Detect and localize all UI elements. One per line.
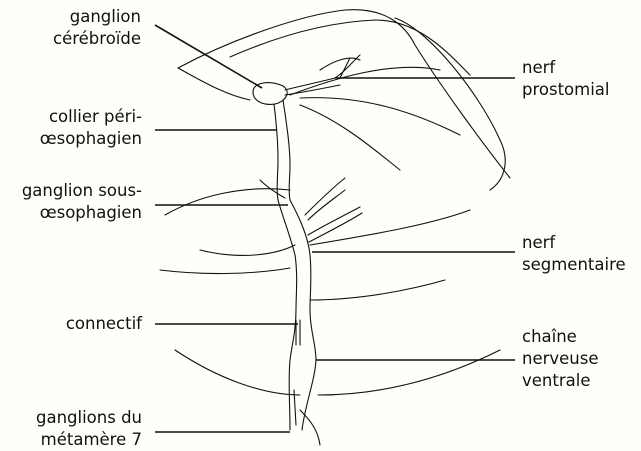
label-line: œsophagien	[22, 202, 142, 224]
leader-ganglion-cerebroide	[155, 25, 262, 88]
label-nerf-prostomial: nerf prostomial	[522, 57, 610, 101]
label-line: ganglion	[53, 6, 141, 28]
segment-line	[318, 350, 500, 395]
periesophageal-collar	[274, 104, 278, 200]
label-chaine: chaîne nerveuse ventrale	[522, 326, 599, 392]
label-line: œsophagien	[40, 128, 142, 150]
segment-line	[310, 210, 470, 245]
segment-line	[300, 410, 320, 445]
segment-line	[200, 245, 295, 255]
label-line: métamère 7	[36, 429, 142, 451]
label-line: segmentaire	[522, 254, 626, 276]
label-line: collier péri-	[40, 106, 142, 128]
label-ganglion-sous: ganglion sous- œsophagien	[22, 180, 142, 224]
body-contour	[230, 20, 470, 75]
label-line: chaîne	[522, 326, 599, 348]
prostomial-nerve	[340, 58, 350, 78]
label-ganglions-metamere: ganglions du métamère 7	[36, 407, 142, 451]
label-line: connectif	[66, 313, 142, 335]
segment-line	[165, 189, 290, 215]
body-contour	[178, 10, 510, 178]
label-ganglion-cerebroide: ganglion cérébroïde	[53, 6, 141, 50]
segmental-nerve	[308, 207, 360, 235]
label-line: cérébroïde	[53, 28, 141, 50]
body-contour	[178, 68, 250, 100]
body-contour	[300, 105, 400, 170]
body-contour	[395, 18, 505, 190]
label-line: nerveuse	[522, 348, 599, 370]
label-line: prostomial	[522, 79, 610, 101]
label-connectif: connectif	[66, 313, 142, 335]
body-contour	[320, 58, 360, 70]
periesophageal-collar	[283, 100, 290, 200]
label-collier: collier péri- œsophagien	[40, 106, 142, 150]
segment-line	[310, 280, 445, 300]
segmental-nerve	[305, 178, 345, 215]
segment-line	[160, 268, 290, 274]
label-line: nerf	[522, 232, 626, 254]
label-line: ventrale	[522, 370, 599, 392]
label-line: ganglion sous-	[22, 180, 142, 202]
label-nerf-segmentaire: nerf segmentaire	[522, 232, 626, 276]
segment-line	[175, 350, 300, 395]
label-line: ganglions du	[36, 407, 142, 429]
label-line: nerf	[522, 57, 610, 79]
